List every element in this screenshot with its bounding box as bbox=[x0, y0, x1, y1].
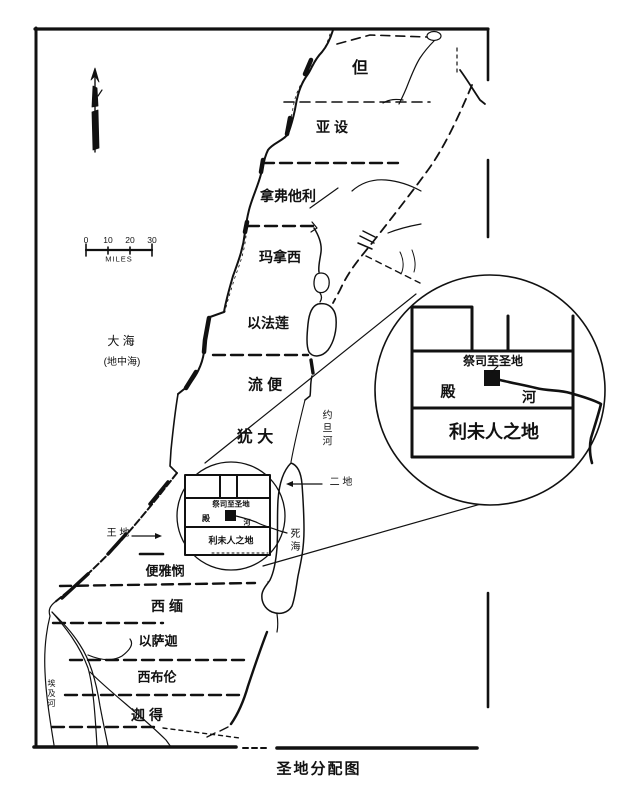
region-label-issachar: 以萨迦 bbox=[138, 633, 178, 649]
inset-large-holy-district-label: 祭司至圣地 bbox=[462, 354, 524, 368]
scale-unit-label: MILES bbox=[105, 254, 133, 264]
tribal-borders bbox=[50, 34, 473, 739]
jordan-river bbox=[290, 227, 337, 463]
eastern-boundary bbox=[206, 630, 269, 738]
inset-small-river-label: 河 bbox=[243, 519, 251, 527]
region-label-manasseh: 玛拿西 bbox=[259, 249, 301, 265]
scale-bar bbox=[84, 243, 154, 257]
region-label-naphtali: 拿弗他利 bbox=[260, 188, 316, 204]
region-label-reuben: 流 便 bbox=[247, 376, 283, 394]
north-arrow-icon bbox=[90, 67, 103, 153]
region-label-dan: 但 bbox=[351, 60, 369, 77]
dead-sea-shape bbox=[261, 462, 305, 633]
region-label-judah: 犹 大 bbox=[236, 429, 274, 446]
holy-portion-small-inset bbox=[131, 461, 323, 571]
sea-label-mediterranean: (地中海) bbox=[103, 357, 141, 368]
water-label-egypt-river: 埃及河 bbox=[47, 679, 56, 709]
coastline bbox=[54, 29, 334, 603]
map-frame bbox=[32, 26, 490, 750]
inset-small-holy-district-label: 祭司至圣地 bbox=[212, 499, 250, 509]
inset-large-temple-label: 殿 bbox=[440, 383, 456, 401]
annotation-second-land: 二 地 bbox=[329, 477, 353, 488]
inset-large-river-label: 河 bbox=[522, 389, 536, 405]
northern-rivers bbox=[309, 30, 486, 275]
inset-small-temple-label: 殿 bbox=[202, 514, 210, 523]
sea-label-great-sea: 大 海 bbox=[107, 334, 135, 348]
inset-small-levites-label: 利未人之地 bbox=[208, 535, 254, 546]
egypt-river-branches bbox=[44, 601, 172, 748]
scale-tick-20: 20 bbox=[125, 234, 135, 245]
scale-tick-0: 0 bbox=[83, 234, 89, 245]
water-label-dead-sea: 死海 bbox=[288, 528, 299, 554]
region-label-ephraim: 以法莲 bbox=[247, 315, 289, 331]
water-label-jordan-river: 约旦河 bbox=[320, 409, 331, 449]
annotation-royal-land: 王 地 bbox=[106, 528, 130, 539]
holy-portion-large-inset bbox=[374, 274, 606, 506]
region-label-benjamin: 便雅悯 bbox=[145, 563, 185, 579]
map-caption: 圣地分配图 bbox=[276, 760, 362, 778]
temple-square-small bbox=[225, 510, 236, 521]
temple-square-large bbox=[484, 370, 500, 386]
inset-large-levites-label: 利未人之地 bbox=[449, 422, 539, 442]
region-label-zebulun: 西布伦 bbox=[137, 669, 177, 685]
scale-tick-30: 30 bbox=[147, 234, 157, 245]
region-label-simeon: 西 缅 bbox=[151, 598, 183, 614]
region-label-gad: 迦 得 bbox=[131, 707, 163, 723]
region-label-asher: 亚 设 bbox=[316, 119, 348, 135]
scale-tick-10: 10 bbox=[103, 234, 113, 245]
